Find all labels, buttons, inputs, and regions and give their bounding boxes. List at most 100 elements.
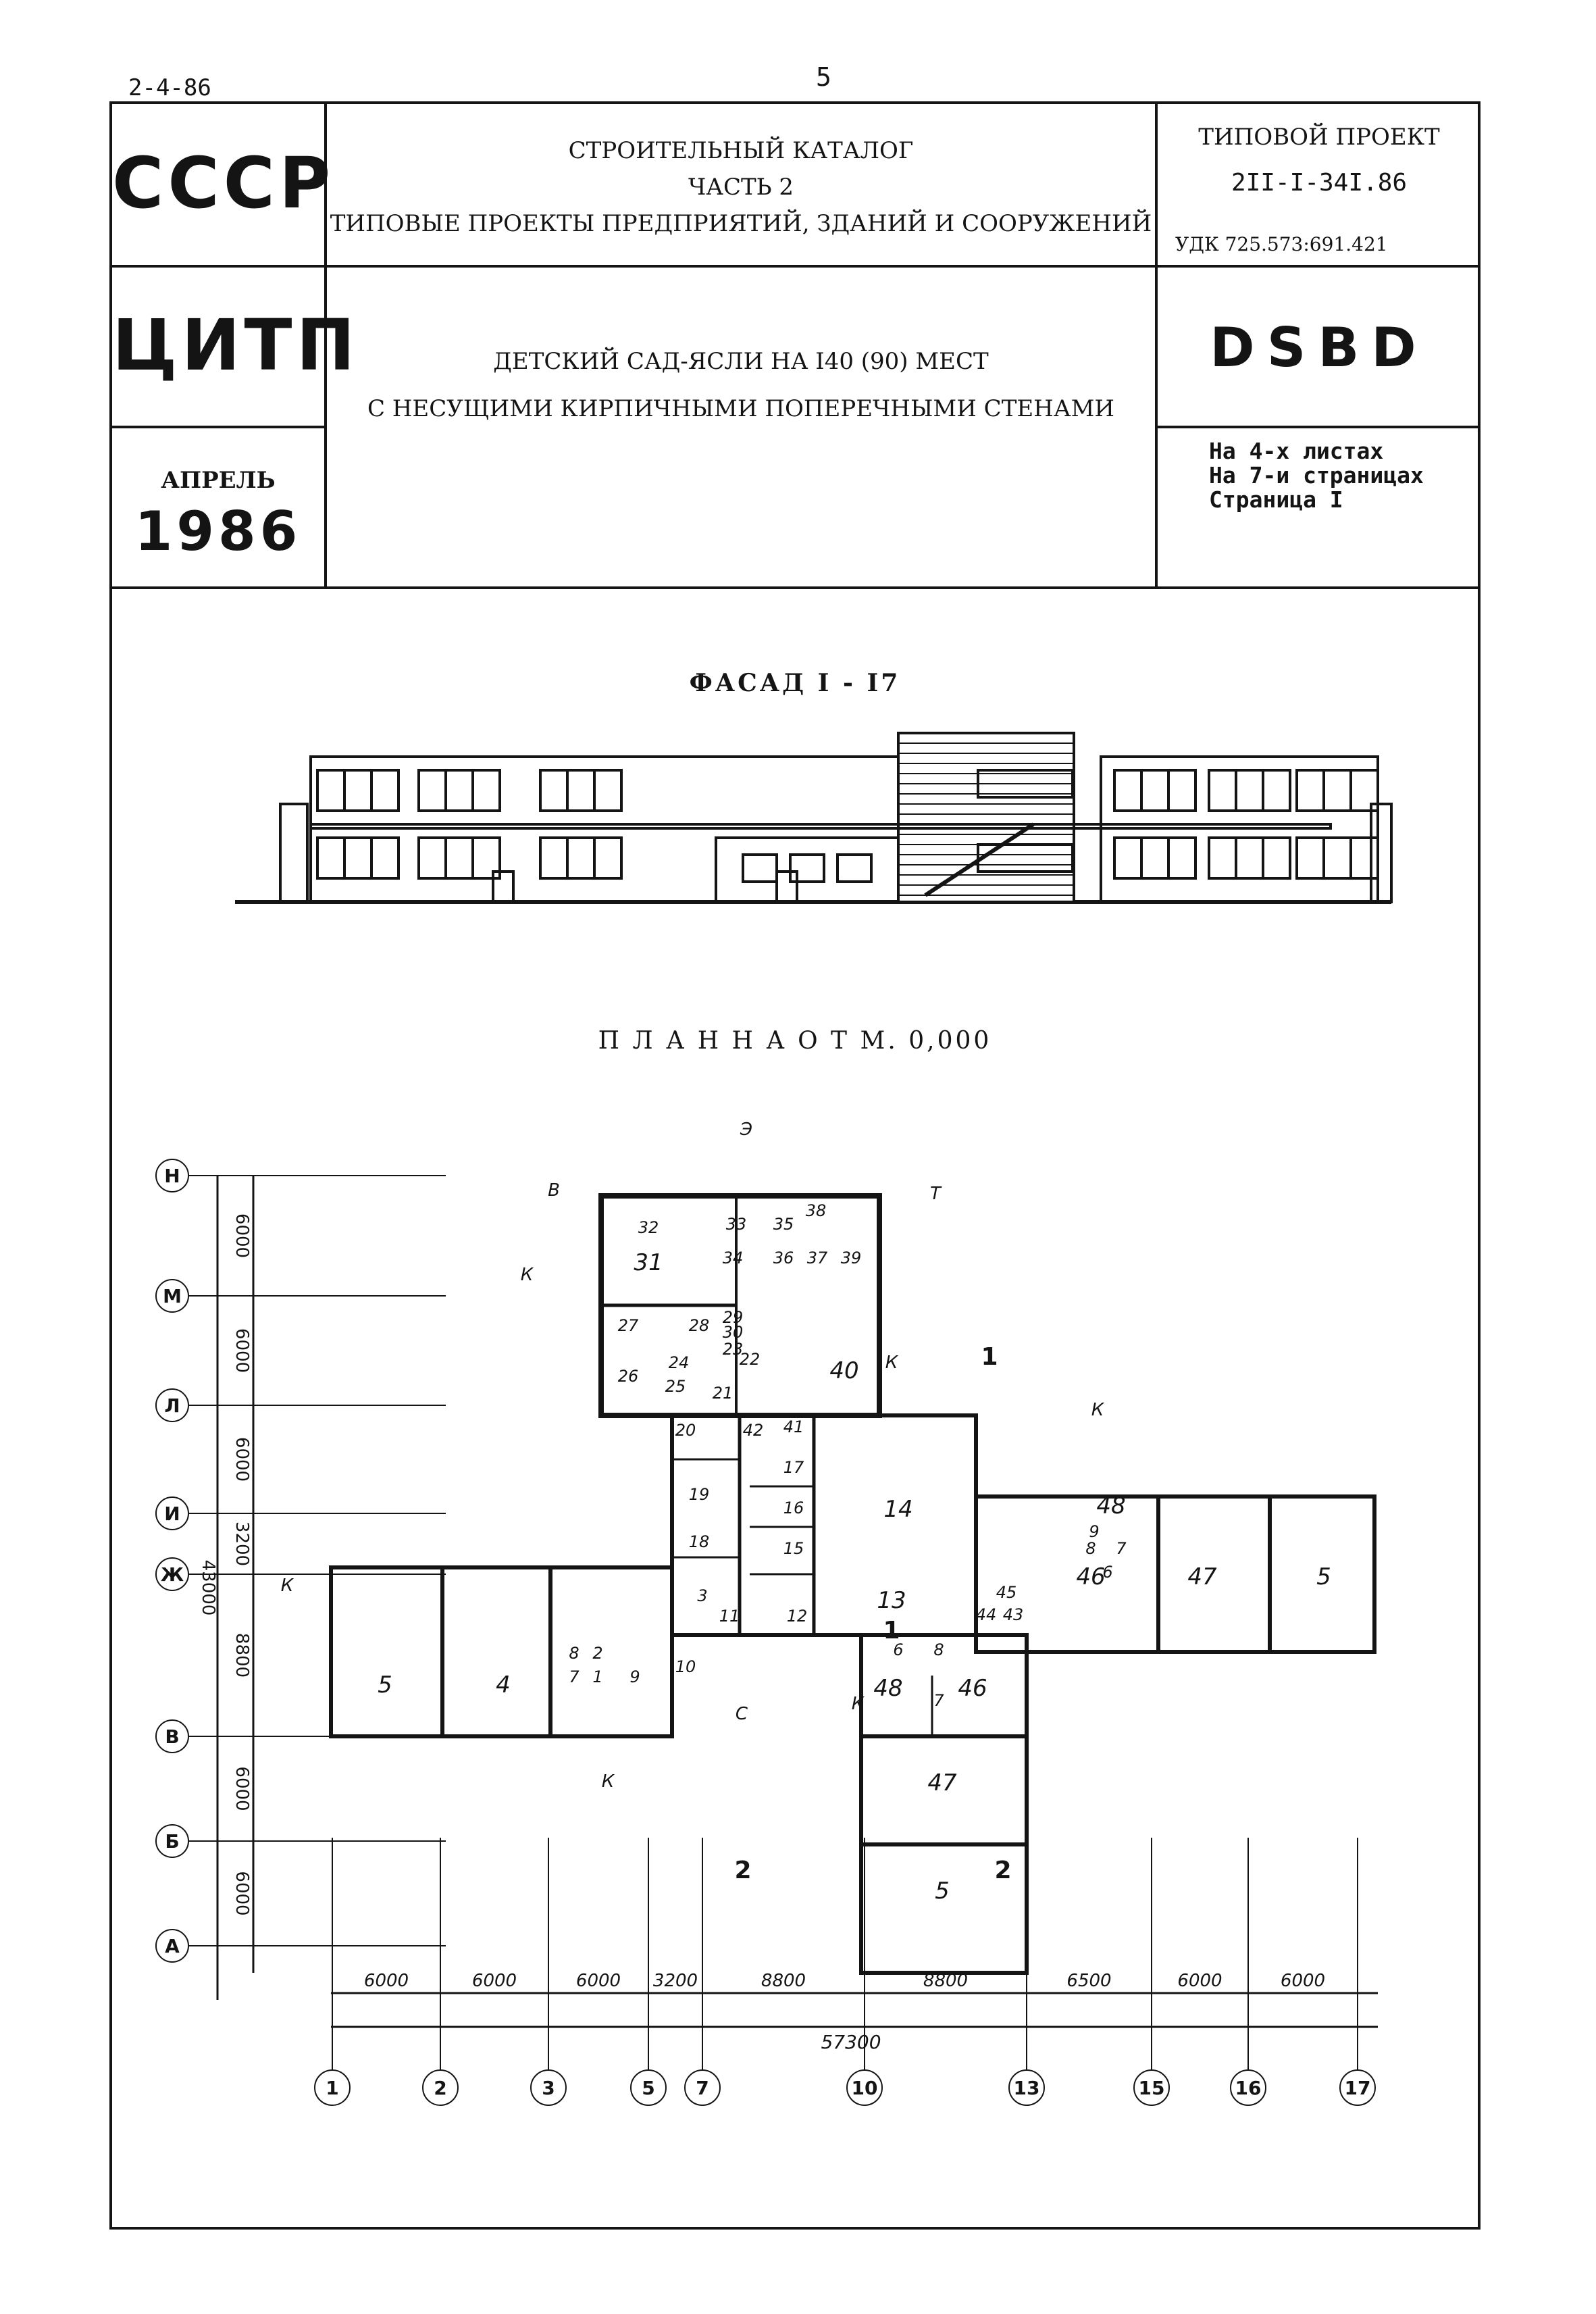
project-number: 2II-I-34I.86 bbox=[1231, 169, 1408, 197]
room-number: 8 bbox=[1085, 1539, 1096, 1558]
room-number: 31 bbox=[634, 1249, 663, 1276]
room-number: 7 bbox=[569, 1667, 580, 1686]
room-number: 6 bbox=[1102, 1563, 1112, 1582]
catalog-line-2: ЧАСТЬ 2 bbox=[688, 174, 794, 201]
column-axis-label: 1 bbox=[326, 2077, 338, 2099]
row-axis-label: Н bbox=[164, 1165, 180, 1187]
room-number: 47 bbox=[927, 1769, 957, 1796]
column-axis-label: 16 bbox=[1235, 2077, 1262, 2099]
room-number: 37 bbox=[807, 1249, 828, 1267]
column-axis-label: 15 bbox=[1139, 2077, 1165, 2099]
row-axis-bubble bbox=[155, 1496, 189, 1530]
column-dimension: 8800 bbox=[923, 1971, 968, 1991]
room-number: 12 bbox=[787, 1607, 808, 1626]
room-number: 46 bbox=[958, 1675, 987, 1702]
header-col-line-2 bbox=[1155, 101, 1158, 588]
room-number: 33 bbox=[726, 1215, 747, 1234]
org-ussr: СССР bbox=[112, 142, 335, 224]
room-number: 5 bbox=[1316, 1563, 1331, 1590]
row-axis-bubble bbox=[155, 1159, 189, 1192]
room-number: 35 bbox=[773, 1215, 794, 1234]
row-dimension: 3200 bbox=[232, 1521, 252, 1566]
room-number: 20 bbox=[675, 1421, 696, 1440]
header-divider-1 bbox=[109, 265, 1481, 268]
room-number: 40 bbox=[829, 1357, 858, 1384]
facade-door bbox=[775, 870, 798, 903]
header-col-line-1 bbox=[324, 101, 327, 588]
page-frame bbox=[109, 101, 1481, 2230]
org-citp: ЦИТП bbox=[112, 304, 359, 386]
room-number: 9 bbox=[1089, 1522, 1099, 1541]
row-axis-bubble bbox=[155, 1557, 189, 1591]
room-number: 18 bbox=[689, 1532, 710, 1551]
entrance-label: Т bbox=[930, 1184, 942, 1204]
column-dimension: 8800 bbox=[761, 1971, 806, 1991]
room-number: 23 bbox=[723, 1340, 744, 1359]
room-number: 9 bbox=[629, 1667, 640, 1686]
room-number: 1 bbox=[592, 1667, 602, 1686]
room-number: 6 bbox=[893, 1640, 903, 1659]
room-number: 7 bbox=[1116, 1539, 1127, 1558]
room-number: 3 bbox=[697, 1586, 707, 1605]
room-number: 46 bbox=[1076, 1563, 1105, 1590]
entrance-label: К bbox=[885, 1353, 899, 1373]
room-number: 22 bbox=[740, 1350, 761, 1369]
row-axis-label: В bbox=[165, 1726, 179, 1748]
room-number: 10 bbox=[675, 1657, 696, 1676]
column-axis-label: 2 bbox=[434, 2077, 446, 2099]
row-axis-bubble bbox=[155, 1929, 189, 1963]
page-index: Страница I bbox=[1209, 486, 1343, 513]
facade-drawing bbox=[235, 732, 1393, 904]
entrance-label: С bbox=[736, 1704, 748, 1724]
facade-window bbox=[1113, 769, 1197, 812]
facade-window bbox=[417, 769, 501, 812]
row-axis-bubble bbox=[155, 1279, 189, 1313]
column-dimension: 6000 bbox=[576, 1971, 621, 1991]
facade-window bbox=[539, 769, 623, 812]
title-line-2: С НЕСУЩИМИ КИРПИЧНЫМИ ПОПЕРЕЧНЫМИ СТЕНАМ… bbox=[367, 395, 1115, 422]
total-vertical-dimension: 43000 bbox=[198, 1560, 218, 1616]
column-axis-label: 3 bbox=[542, 2077, 555, 2099]
row-dimension: 6000 bbox=[232, 1871, 252, 1915]
room-number: 36 bbox=[773, 1249, 794, 1267]
sheet-info: На 4-х листах На 7-и страницах Страница … bbox=[1209, 439, 1479, 512]
project-title: ДЕТСКИЙ САД-ЯСЛИ НА I40 (90) МЕСТ С НЕСУ… bbox=[327, 338, 1155, 432]
room-number: 24 bbox=[669, 1353, 690, 1372]
facade-window bbox=[1208, 836, 1291, 880]
row-axis-bubble bbox=[155, 1824, 189, 1858]
room-number: 38 bbox=[806, 1201, 827, 1220]
room-number: 34 bbox=[723, 1249, 744, 1267]
facade-window bbox=[539, 836, 623, 880]
room-number: 43 bbox=[1003, 1605, 1024, 1624]
room-number: 21 bbox=[713, 1384, 733, 1403]
column-dimension: 6000 bbox=[364, 1971, 409, 1991]
page-number: 5 bbox=[816, 62, 831, 92]
row-dimension: 6000 bbox=[232, 1213, 252, 1258]
room-number: 44 bbox=[976, 1605, 997, 1624]
room-number: 4 bbox=[496, 1671, 511, 1699]
row-dimension: 6000 bbox=[232, 1766, 252, 1811]
facade-window bbox=[417, 836, 501, 880]
row-axis-label: Б bbox=[165, 1830, 179, 1853]
room-number: 48 bbox=[1096, 1492, 1125, 1519]
row-dimension: 6000 bbox=[232, 1437, 252, 1482]
facade-window bbox=[316, 769, 400, 812]
column-axis-label: 10 bbox=[852, 2077, 878, 2099]
row-axis-bubble bbox=[155, 1388, 189, 1422]
room-number: 5 bbox=[378, 1671, 392, 1699]
room-number: 11 bbox=[719, 1607, 740, 1626]
row-axis-label: И bbox=[164, 1503, 180, 1525]
room-number: 45 bbox=[996, 1583, 1017, 1602]
project-code: DSBD bbox=[1210, 316, 1428, 379]
row-dimension: 8800 bbox=[232, 1633, 252, 1678]
catalog-line-3: ТИПОВЫЕ ПРОЕКТЫ ПРЕДПРИЯТИЙ, ЗДАНИЙ И СО… bbox=[330, 210, 1152, 237]
document-code: 2-4-86 bbox=[128, 74, 211, 101]
sheet-count: На 4-х листах bbox=[1209, 438, 1384, 464]
section-mark: 2 bbox=[734, 1857, 751, 1884]
entrance-label: К bbox=[521, 1265, 534, 1285]
room-number: 19 bbox=[689, 1485, 710, 1504]
room-number: 30 bbox=[723, 1323, 744, 1342]
header-bottom-line bbox=[109, 586, 1481, 589]
row-axis-label: М bbox=[163, 1285, 182, 1307]
room-number: 17 bbox=[783, 1458, 804, 1477]
